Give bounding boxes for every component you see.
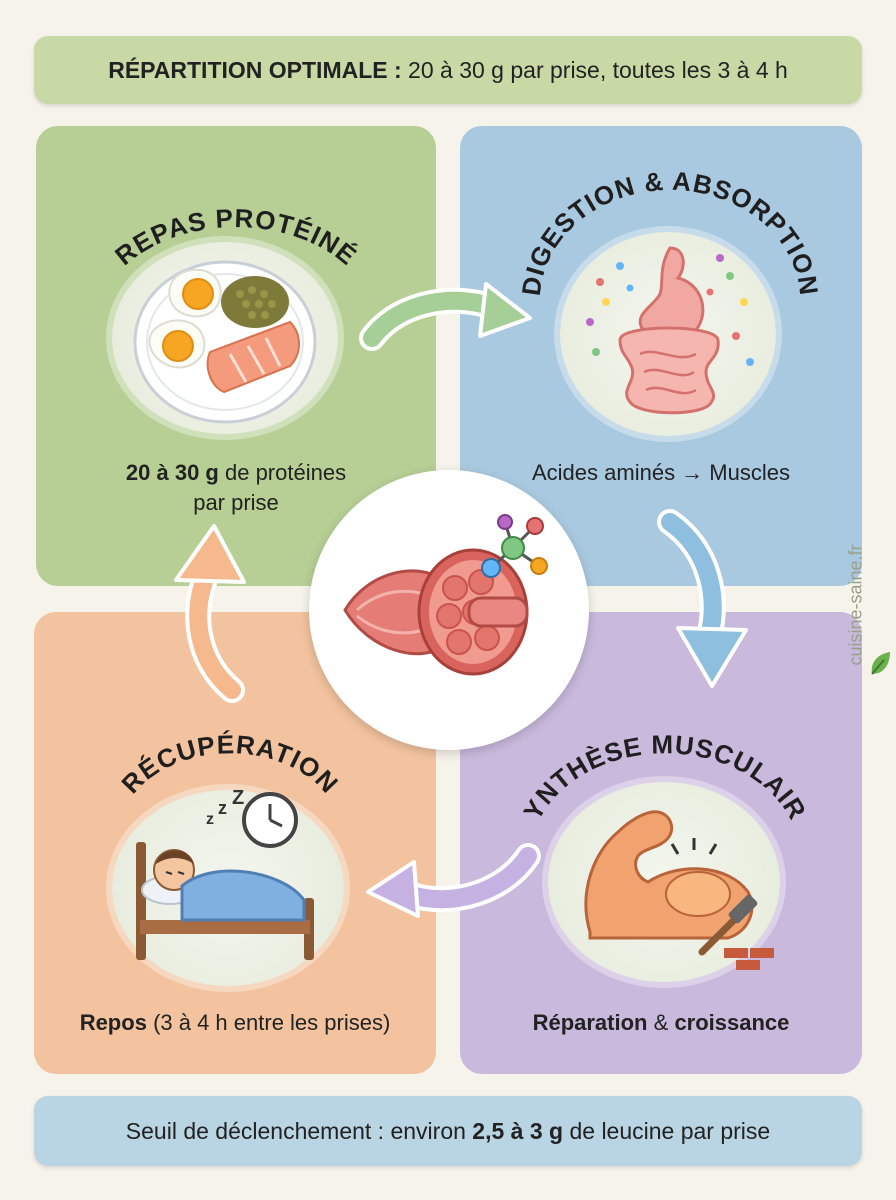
caption-protein-line2: par prise xyxy=(193,490,279,515)
sleeping-person-icon: z z Z xyxy=(136,787,314,960)
caption-protein-meal: 20 à 30 g de protéines par prise xyxy=(36,458,436,518)
leaf-icon xyxy=(871,652,890,675)
caption-recovery: Repos (3 à 4 h entre les prises) xyxy=(79,1010,391,1035)
footer-banner: Seuil de déclenchement : environ 2,5 à 3… xyxy=(34,1096,862,1166)
footer-prefix: Seuil de déclenchement : environ xyxy=(125,1117,466,1144)
caption-protein-text: de protéines xyxy=(224,460,347,485)
protein-meal-circle xyxy=(112,242,338,434)
digestive-system-icon xyxy=(586,246,754,415)
flexed-arm-icon xyxy=(584,810,774,970)
header-label: RÉPARTITION OPTIMALE : xyxy=(108,56,402,83)
caption-protein-amount: 20 à 30 g xyxy=(125,460,219,485)
header-text: 20 à 30 g par prise, toutes les 3 à 4 h xyxy=(408,56,788,83)
svg-text:z: z xyxy=(218,798,227,818)
arrow-digestion-to-synthesis xyxy=(657,509,748,688)
arrow-recovery-to-meal xyxy=(174,524,246,703)
caption-synthesis: Réparation & croissance xyxy=(532,1010,790,1035)
arrow-meal-to-digestion xyxy=(359,282,532,351)
arrow-synthesis-to-recovery xyxy=(366,843,541,918)
synthesis-circle xyxy=(548,782,780,982)
header-banner: RÉPARTITION OPTIMALE : 20 à 30 g par pri… xyxy=(34,36,862,104)
step-title-recovery: RÉCUPÉRATION xyxy=(115,729,343,799)
svg-text:Z: Z xyxy=(232,790,244,809)
watermark-text: cuisine-saine.fr xyxy=(845,544,866,666)
muscle-amino-acid-icon xyxy=(343,514,548,676)
protein-meal-icon xyxy=(133,260,317,424)
svg-text:z: z xyxy=(206,811,214,828)
center-muscle-circle xyxy=(309,470,589,750)
caption-digestion: Acides aminés → Muscles xyxy=(532,460,790,485)
footer-suffix: de leucine par prise xyxy=(569,1117,771,1144)
recovery-circle: z z Z xyxy=(112,787,344,986)
footer-bold: 2,5 à 3 g xyxy=(472,1117,564,1144)
digestion-circle xyxy=(560,232,776,436)
